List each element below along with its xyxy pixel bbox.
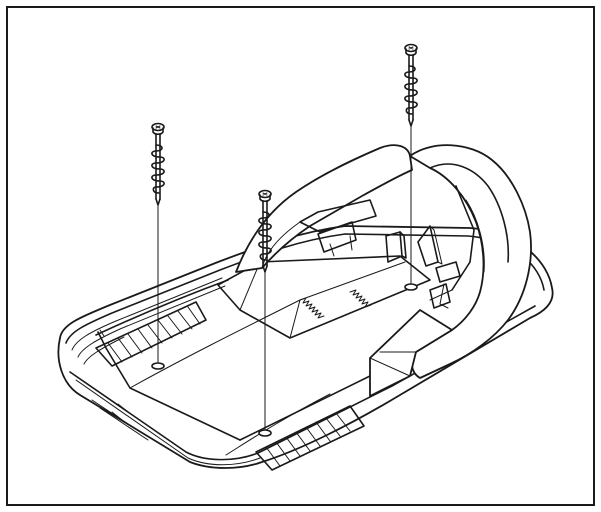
peg-left[interactable] (151, 122, 165, 206)
front-ramp (369, 309, 453, 397)
left-vent-grille (95, 301, 207, 367)
charging-hood (409, 144, 532, 379)
peg-hole-right (405, 284, 417, 290)
frame-border (6, 6, 595, 506)
peg-hole-center (259, 430, 271, 436)
screw-peg-icon (151, 122, 165, 206)
screw-peg-icon (404, 43, 418, 127)
bottom-vent-grille (255, 405, 365, 471)
peg-right[interactable] (404, 43, 418, 127)
peg-guide-lines (157, 124, 412, 430)
connector-bracket (385, 225, 461, 309)
peg-hole-left (152, 363, 164, 369)
